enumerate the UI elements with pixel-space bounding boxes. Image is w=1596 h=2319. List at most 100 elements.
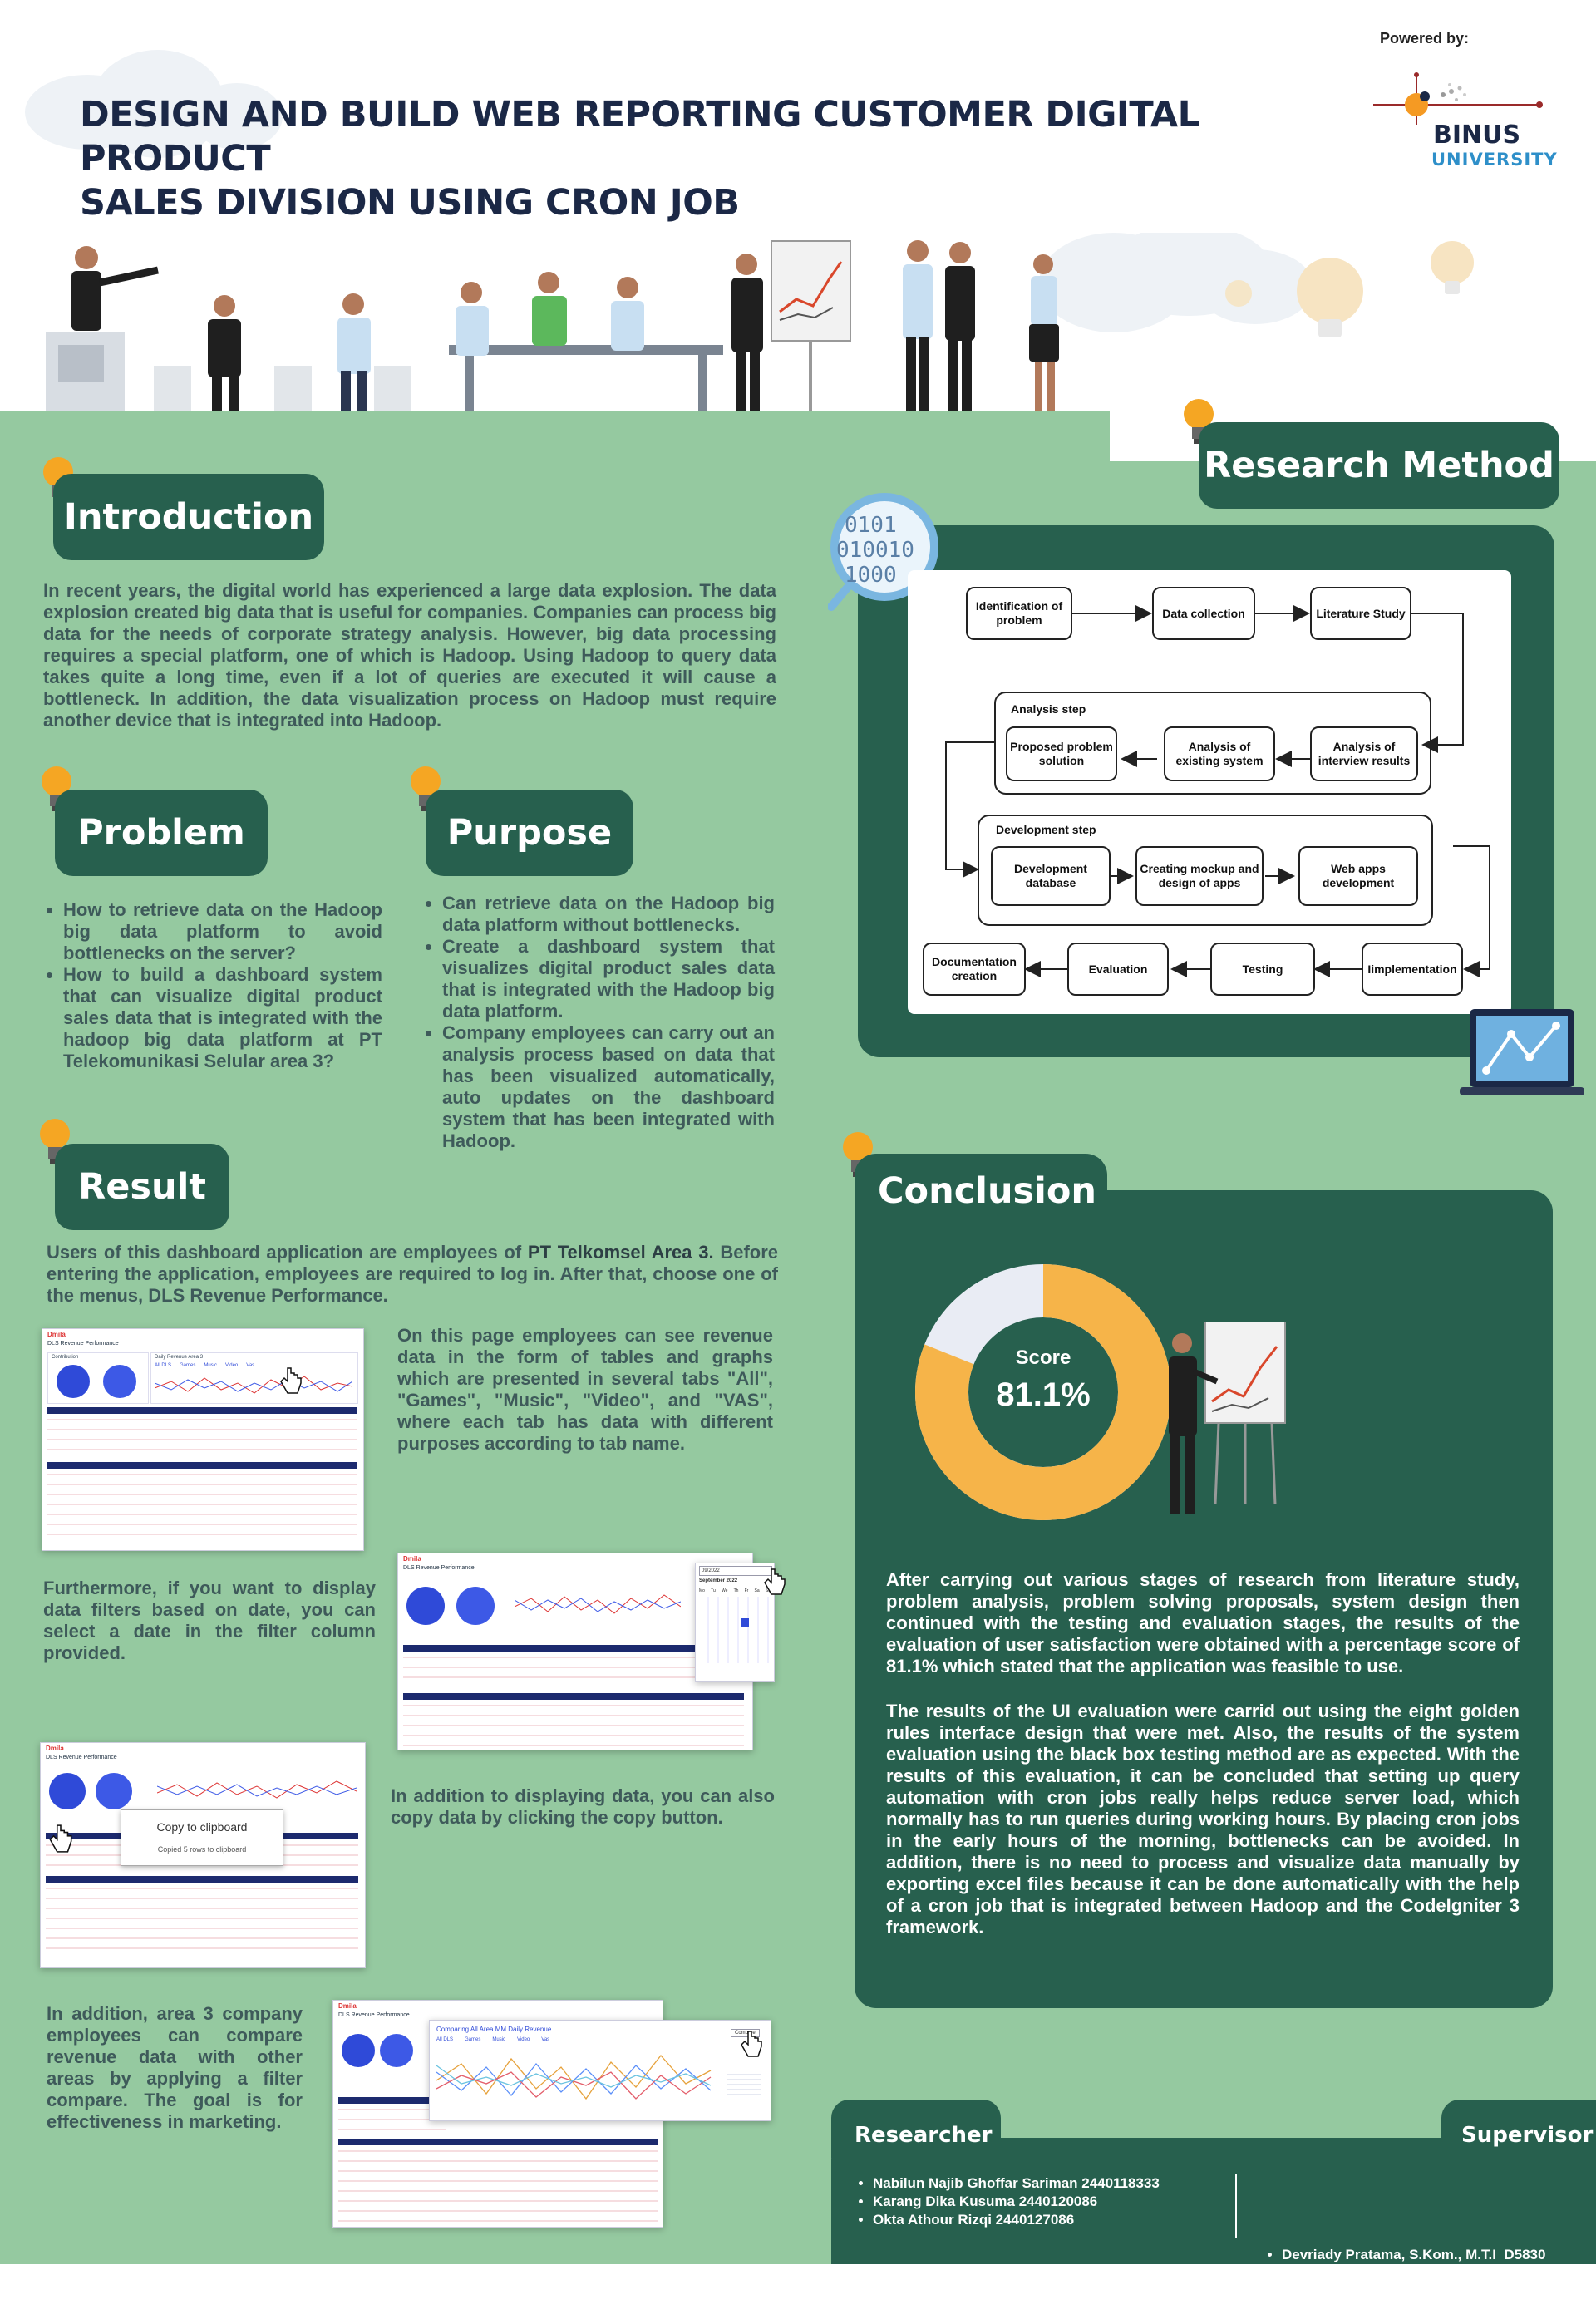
tab-vas[interactable]: Vas	[541, 2037, 550, 2042]
step-development-database: Development database	[991, 846, 1111, 906]
data-table	[47, 1414, 357, 1457]
result-text-1: On this page employees can see revenue d…	[397, 1325, 773, 1454]
researcher-list: Nabilun Najib Ghoffar Sariman 2440118333…	[856, 2174, 1222, 2229]
page-title: DLS Revenue Performance	[403, 1565, 475, 1571]
conclusion-heading: Conclusion	[878, 1170, 1097, 1212]
app-brand: Dmila	[338, 2002, 357, 2010]
business-people-illustration	[46, 233, 1474, 432]
table-header	[403, 1645, 702, 1652]
svg-text:1000: 1000	[845, 563, 897, 588]
svg-text:010010: 010010	[836, 538, 914, 563]
supervisor-heading: Supervisor	[1461, 2123, 1594, 2148]
tab-bar: All DLS Games Music Video Vas	[155, 1363, 254, 1368]
step-proposed-solution: Proposed problem solution	[1006, 726, 1117, 781]
page-title: DLS Revenue Performance	[47, 1341, 119, 1347]
conclusion-heading-tab	[855, 1154, 1107, 1228]
presenter-chart-illustration	[1169, 1322, 1286, 1514]
purpose-heading: Purpose	[426, 790, 633, 876]
hand-cursor-icon	[764, 1568, 786, 1595]
score-label: Score	[1015, 1347, 1071, 1369]
calendar-month: September 2022	[699, 1578, 738, 1583]
step-evaluation: Evaluation	[1067, 943, 1169, 996]
researcher-tab	[831, 2100, 1001, 2158]
analysis-step-group	[994, 692, 1431, 795]
result-heading: Result	[55, 1144, 229, 1230]
data-table	[403, 1652, 702, 1685]
problem-list: How to retrieve data on the Hadoop big d…	[43, 899, 382, 1072]
introduction-heading: Introduction	[53, 474, 324, 560]
data-table	[47, 1469, 357, 1542]
table-header	[47, 1407, 357, 1414]
result-intro-start: Users of this dashboard application are …	[47, 1242, 528, 1263]
result-text-3: In addition to displaying data, you can …	[391, 1785, 775, 1828]
powered-by-label: Powered by:	[1380, 30, 1470, 47]
researcher-heading: Researcher	[855, 2123, 993, 2148]
step-existing-system: Analysis of existing system	[1164, 726, 1275, 781]
tab-all[interactable]: All DLS	[155, 1363, 172, 1368]
copy-dialog: Copy to clipboard Copied 5 rows to clipb…	[121, 1809, 283, 1866]
purpose-item: Can retrieve data on the Hadoop big data…	[442, 893, 775, 936]
calendar-grid[interactable]	[699, 1597, 771, 1663]
score-arc	[915, 1264, 1171, 1520]
page-title: DLS Revenue Performance	[46, 1755, 117, 1760]
step-documentation: Documentation creation	[923, 943, 1026, 996]
app-brand: Dmila	[403, 1555, 421, 1563]
logo-subtitle: UNIVERSITY	[1431, 150, 1558, 170]
pie-chart-icon	[103, 1365, 136, 1398]
compare-button[interactable]: Compare	[731, 2029, 760, 2037]
contribution-card: Contribution	[47, 1352, 149, 1404]
weekday: Tu	[711, 1588, 716, 1593]
purpose-item: Create a dashboard system that visualize…	[442, 936, 775, 1022]
compare-chart-popup: Comparing All Area MM Daily Revenue All …	[429, 2020, 771, 2121]
logo-name: BINUS	[1433, 121, 1521, 150]
compare-line-chart	[436, 2054, 712, 2100]
tab-video[interactable]: Video	[517, 2037, 530, 2042]
step-web-apps-development: Web apps development	[1298, 846, 1418, 906]
binus-logo-icon	[1373, 72, 1543, 125]
poster-title: DESIGN AND BUILD WEB REPORTING CUSTOMER …	[80, 93, 1327, 225]
weekday: Su	[765, 1588, 771, 1593]
app-brand: Dmila	[47, 1331, 66, 1338]
tab-music[interactable]: Music	[492, 2037, 506, 2042]
purpose-list: Can retrieve data on the Hadoop big data…	[422, 893, 775, 1152]
dashboard-screenshot-tabs: Dmila DLS Revenue Performance Contributi…	[42, 1328, 364, 1551]
laptop-chart-icon	[1460, 1009, 1584, 1095]
table-header	[47, 1462, 357, 1469]
chart-legend	[727, 2070, 761, 2095]
step-interview-results: Analysis of interview results	[1310, 726, 1418, 781]
contribution-label: Contribution	[52, 1355, 79, 1360]
step-identification: Identification of problem	[966, 587, 1072, 640]
problem-item: How to build a dashboard system that can…	[63, 964, 382, 1072]
flowchart-arrows	[945, 605, 1490, 977]
table-header	[338, 2139, 658, 2145]
pie-chart-icon	[49, 1773, 86, 1809]
data-table	[338, 2145, 658, 2222]
tab-games[interactable]: Games	[180, 1363, 196, 1368]
researcher-name: Okta Athour Rizqi 2440127086	[873, 2211, 1222, 2229]
step-data-collection: Data collection	[1152, 587, 1255, 640]
weekday: Th	[733, 1588, 739, 1593]
conclusion-text-2: The results of the UI evaluation were ca…	[886, 1701, 1520, 1937]
problem-item: How to retrieve data on the Hadoop big d…	[63, 899, 382, 964]
dashboard-screenshot-copy: Dmila DLS Revenue Performance Copy to cl…	[40, 1742, 366, 1968]
development-step-label: Development step	[996, 823, 1096, 836]
tab-music[interactable]: Music	[204, 1363, 218, 1368]
data-table	[403, 1700, 744, 1746]
tab-vas[interactable]: Vas	[246, 1363, 255, 1368]
weekday: We	[721, 1588, 728, 1593]
selected-date[interactable]	[741, 1618, 749, 1627]
table-header	[46, 1876, 358, 1883]
tab-games[interactable]: Games	[465, 2037, 481, 2042]
dashboard-screenshot-date-filter: Dmila DLS Revenue Performance	[397, 1553, 753, 1750]
compare-chart-title: Comparing All Area MM Daily Revenue	[436, 2026, 552, 2033]
tab-all[interactable]: All DLS	[436, 2037, 454, 2042]
weekday: Sa	[754, 1588, 760, 1593]
tab-video[interactable]: Video	[225, 1363, 239, 1368]
pie-chart-icon	[380, 2034, 413, 2067]
title-line-1: DESIGN AND BUILD WEB REPORTING CUSTOMER …	[80, 94, 1200, 180]
pie-chart-icon	[342, 2034, 375, 2067]
date-input[interactable]: 09/2022	[699, 1566, 772, 1576]
research-method-heading: Research Method	[1199, 422, 1559, 509]
analysis-step-label: Analysis step	[1011, 702, 1086, 716]
